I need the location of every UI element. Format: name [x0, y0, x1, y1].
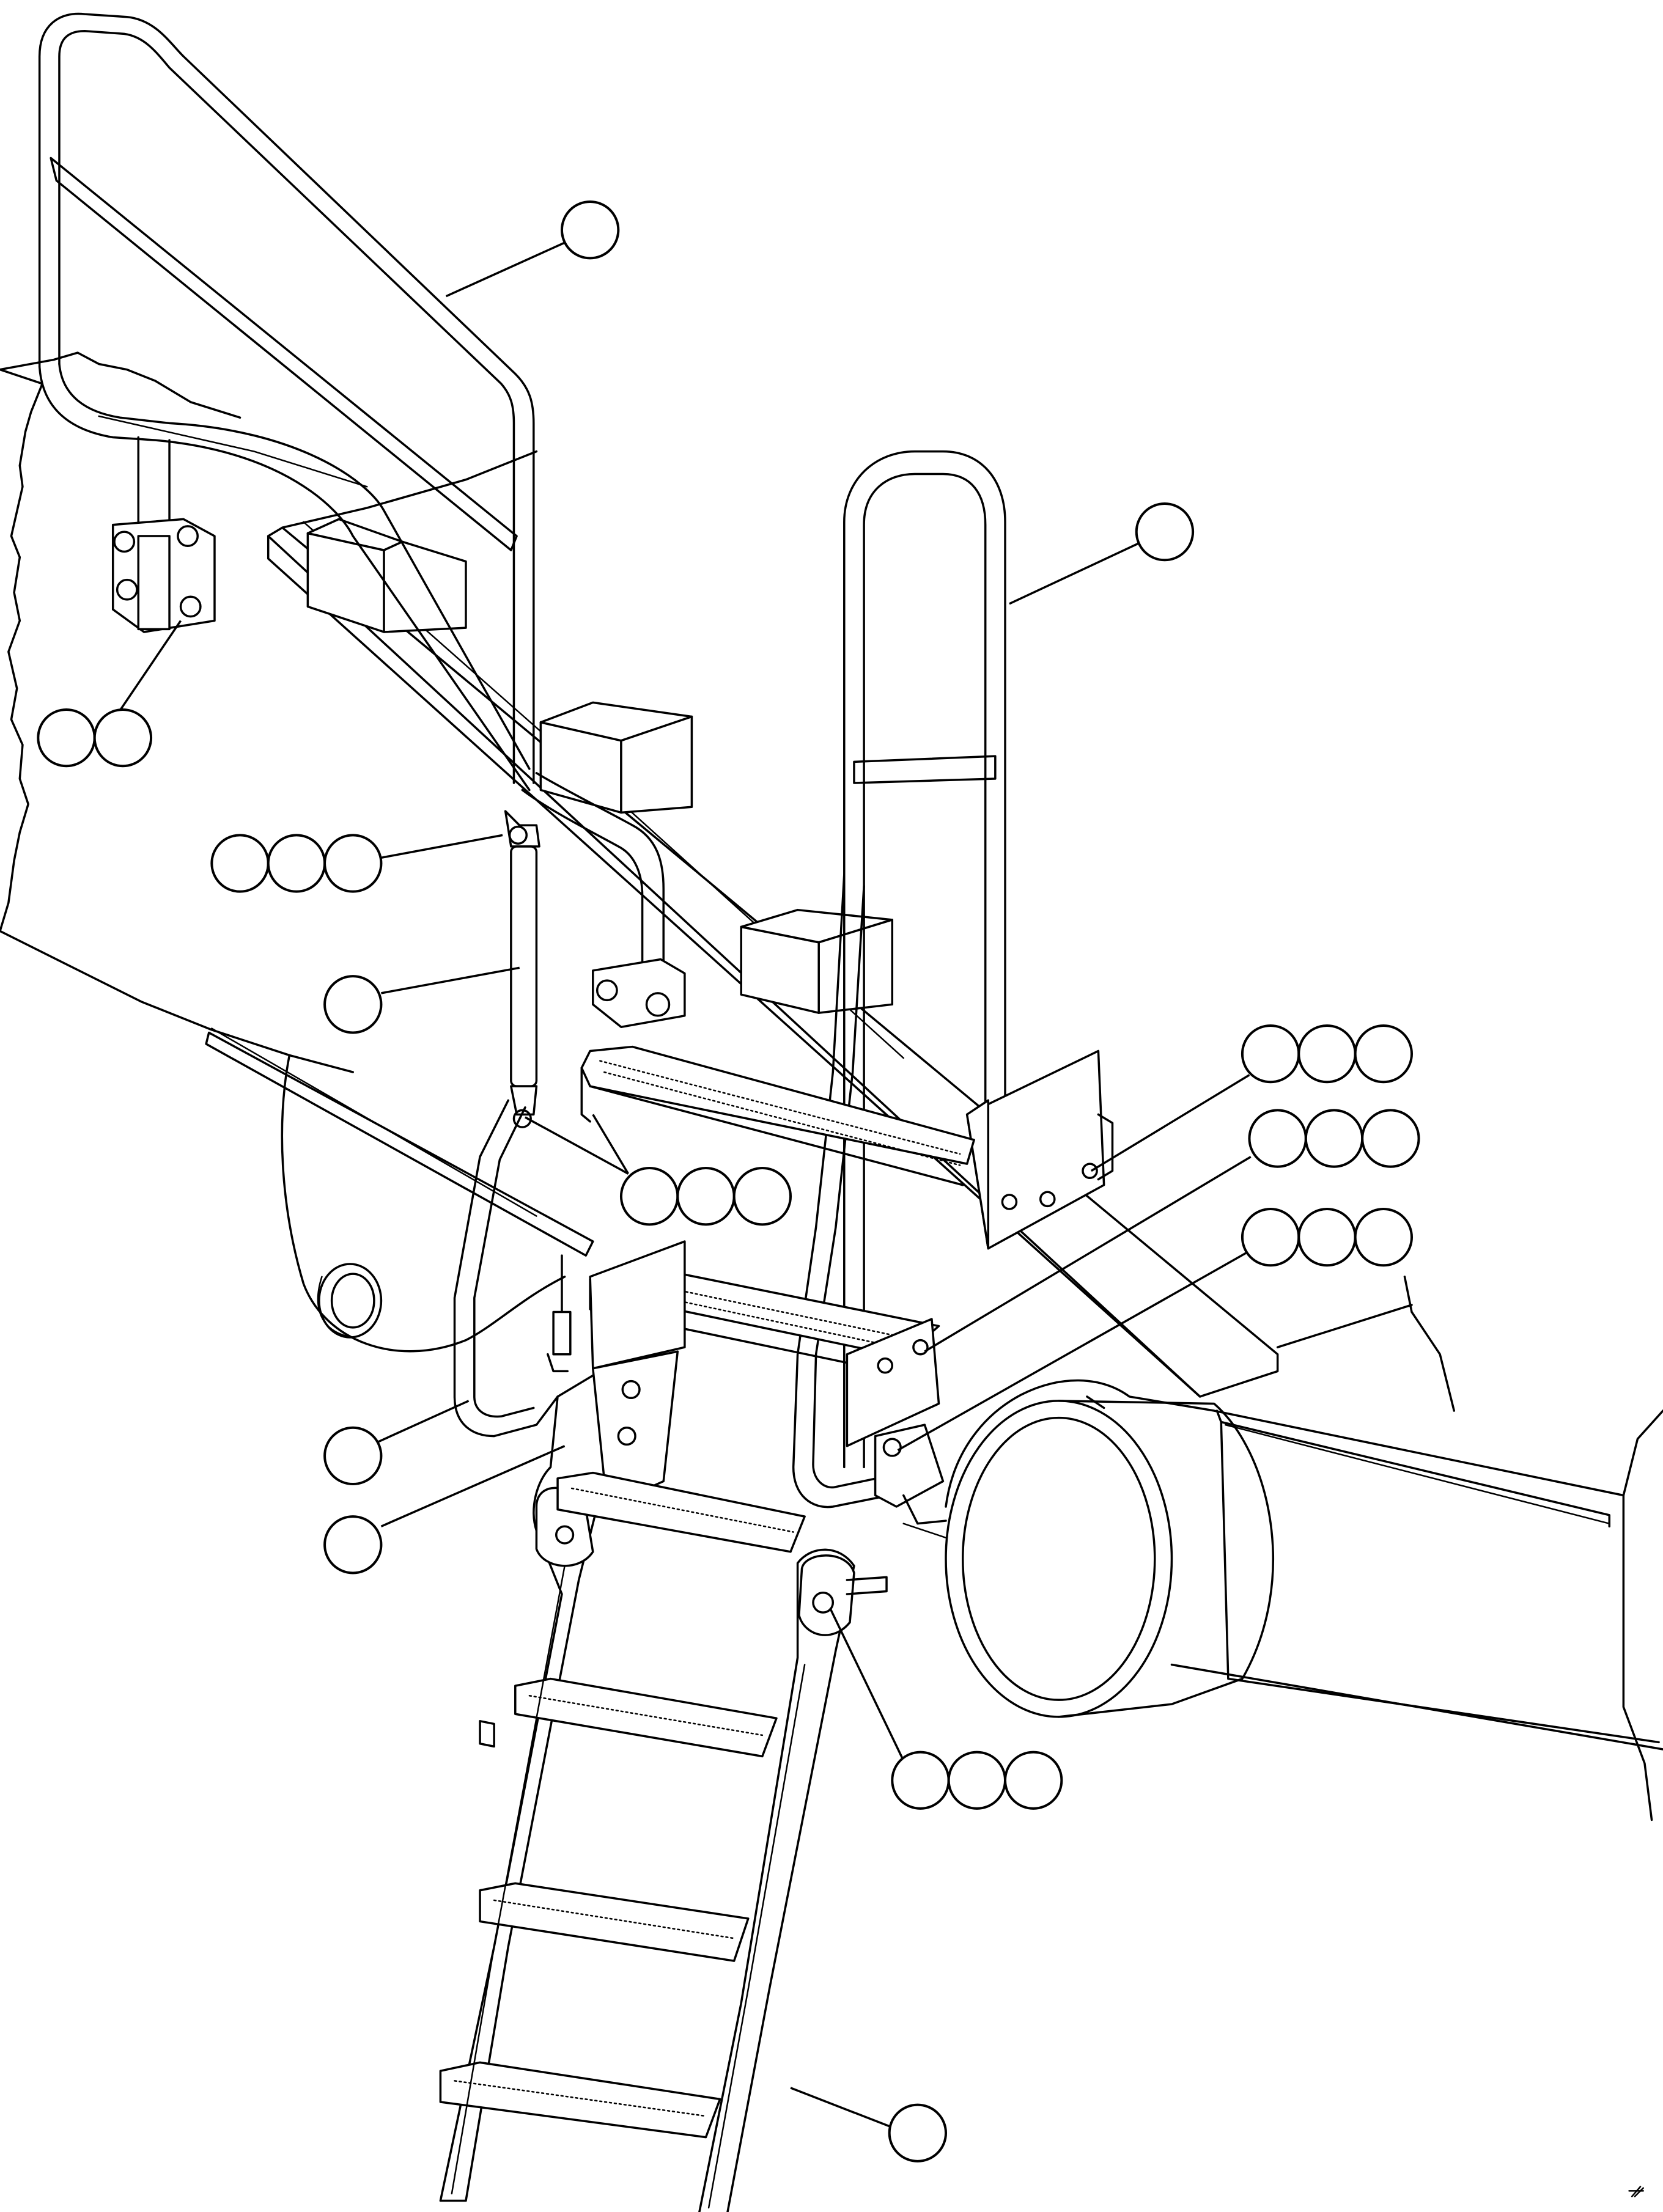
gas-cylinder [506, 811, 539, 1127]
balloon-group-ladder [890, 2105, 946, 2161]
cross-arm [904, 1277, 1663, 1820]
machine-frame [0, 353, 593, 1351]
upper-handrail [40, 14, 685, 1436]
balloon-group-clamp-bolts [38, 710, 151, 766]
cable-connector [548, 1255, 570, 1371]
balloon-group-cylinder-bottom-pin [621, 1168, 791, 1224]
callout-balloon [1355, 1026, 1412, 1082]
callout-balloon [890, 2105, 946, 2161]
callout-balloon [38, 710, 94, 766]
callout-balloon [621, 1168, 677, 1224]
callout-balloon [562, 202, 618, 258]
callout-balloon [1299, 1209, 1355, 1265]
callout-balloon [1249, 1110, 1305, 1166]
callout-balloon [1005, 1752, 1061, 1809]
boom-beam [268, 452, 1278, 1397]
ladder-rung-3 [480, 1883, 748, 1961]
callout-balloon [1306, 1110, 1362, 1166]
ladder-rung-2 [515, 1679, 776, 1757]
ladder-rung-1 [558, 1473, 805, 1552]
top-step-perforations [600, 1061, 960, 1166]
callout-balloon [325, 835, 381, 891]
callout-balloon [325, 976, 381, 1032]
pivot-mount-bracket [876, 1425, 946, 1524]
callout-balloon [677, 1168, 734, 1224]
callout-balloon [1362, 1110, 1418, 1166]
balloon-group-handrail-upper [562, 202, 618, 258]
callout-balloon [268, 835, 325, 891]
callout-balloon [734, 1168, 791, 1224]
balloon-group-platform-bolts-2 [1249, 1110, 1418, 1166]
middle-step [590, 1241, 938, 1446]
callout-balloon [212, 835, 268, 891]
balloon-group-platform-bolts-1 [1242, 1026, 1412, 1082]
right-handrail [794, 452, 1005, 1507]
callout-balloon [325, 1516, 381, 1573]
balloon-group-pivot-pin [892, 1752, 1061, 1809]
balloon-group-cylinder-top-pin [212, 835, 381, 891]
callout-balloon [1242, 1026, 1299, 1082]
callout-balloon [1137, 504, 1193, 560]
leader-lines [116, 243, 1250, 2128]
callout-balloon [949, 1752, 1005, 1809]
ladder-rung-4 [440, 2062, 720, 2137]
balloon-group-gas-cylinder [325, 976, 381, 1032]
balloon-group-platform-bolts-3 [1242, 1209, 1412, 1265]
callout-balloon [95, 710, 151, 766]
top-step [581, 1047, 974, 1185]
callout-balloon [1242, 1209, 1299, 1265]
ladder [440, 1351, 887, 2212]
balloon-group-handrail-right [1137, 504, 1193, 560]
balloon-group-pivot-bracket [325, 1516, 381, 1573]
callout-balloon [325, 1428, 381, 1484]
callout-balloon [892, 1752, 948, 1809]
callout-balloon [1355, 1209, 1412, 1265]
callout-balloon [1299, 1026, 1355, 1082]
figure-mark [1629, 2186, 1643, 2196]
upper-platform-bracket [967, 1051, 1113, 1248]
balloon-group-lower-handrail [325, 1428, 381, 1484]
